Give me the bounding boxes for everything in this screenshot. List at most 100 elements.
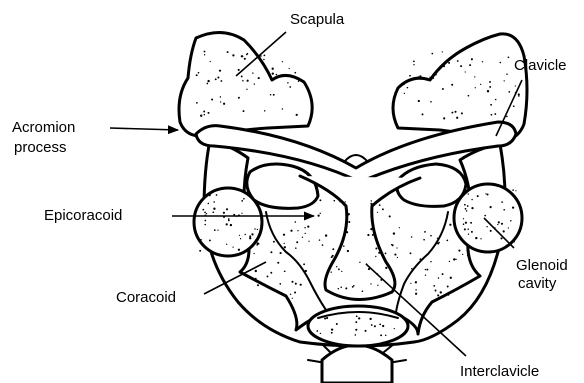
stipple-dot <box>241 200 243 202</box>
stipple-dot <box>282 61 283 62</box>
stipple-dot <box>451 112 453 114</box>
acromion-leader <box>110 128 178 130</box>
stipple-dot <box>468 234 469 235</box>
stipple-dot <box>240 238 241 239</box>
stipple-dot <box>355 334 357 336</box>
stipple-dot <box>465 190 467 192</box>
stipple-dot <box>469 64 471 66</box>
stipple-dot <box>300 284 302 286</box>
stipple-dot <box>419 75 421 77</box>
stipple-dot <box>443 65 445 67</box>
stipple-dot <box>270 272 272 274</box>
stipple-dot <box>477 195 479 197</box>
stipple-dot <box>503 230 505 232</box>
stipple-dot <box>255 270 257 272</box>
stipple-dot <box>491 114 493 116</box>
stipple-dot <box>207 80 209 82</box>
stipple-dot <box>359 262 360 263</box>
stipple-dot <box>289 86 291 88</box>
stipple-dot <box>204 220 206 222</box>
stipple-dot <box>382 208 384 210</box>
stipple-dot <box>209 239 211 241</box>
stipple-dot <box>348 221 350 223</box>
stipple-dot <box>480 238 481 239</box>
stipple-dot <box>202 209 204 211</box>
stipple-dot <box>297 230 298 231</box>
stipple-dot <box>425 275 426 276</box>
stipple-dot <box>213 201 215 203</box>
stipple-dot <box>369 318 371 320</box>
stipple-dot <box>471 199 472 200</box>
stipple-dot <box>341 271 342 272</box>
stipple-dot <box>223 103 225 105</box>
stipple-dot <box>346 231 348 233</box>
stipple-dot <box>342 237 343 238</box>
stipple-dot <box>453 258 455 260</box>
stipple-dot <box>253 253 254 254</box>
stipple-dot <box>423 239 425 241</box>
stipple-dot <box>429 77 430 78</box>
left-foramen <box>247 164 318 208</box>
stipple-dot <box>316 330 318 332</box>
stipple-dot <box>292 298 293 299</box>
stipple-dot <box>489 86 491 88</box>
stipple-dot <box>430 101 432 103</box>
stipple-dot <box>430 261 431 262</box>
stipple-dot <box>464 204 466 206</box>
acromion-label-line1: Acromion <box>12 119 75 136</box>
stipple-dot <box>204 224 205 225</box>
stipple-dot <box>439 66 441 68</box>
acromion-label-line2: process <box>14 139 67 156</box>
stipple-dot <box>263 59 264 60</box>
coracoid-label: Coracoid <box>116 289 176 306</box>
stipple-dot <box>362 290 364 292</box>
stipple-dot <box>289 68 290 69</box>
stipple-dot <box>397 257 398 258</box>
stipple-dot <box>379 323 381 325</box>
stipple-dot <box>377 212 378 213</box>
stipple-dot <box>279 283 281 285</box>
stipple-dot <box>510 220 512 222</box>
stipple-dot <box>255 239 257 241</box>
stipple-dot <box>265 69 266 70</box>
stipple-dot <box>247 80 249 82</box>
stipple-dot <box>332 248 334 250</box>
stipple-dot <box>487 194 489 196</box>
stipple-dot <box>471 58 473 60</box>
glenoid-label-line1: Glenoid <box>516 257 568 274</box>
scapula-label: Scapula <box>290 11 345 28</box>
stipple-dot <box>277 262 279 264</box>
stipple-dot <box>518 95 519 96</box>
stipple-dot <box>232 54 234 56</box>
stipple-dot <box>228 219 230 221</box>
stipple-dot <box>455 227 457 229</box>
stipple-dot <box>446 240 448 242</box>
stipple-dot <box>238 69 240 71</box>
stipple-dot <box>302 237 303 238</box>
stipple-dot <box>214 229 216 231</box>
stipple-dot <box>437 238 438 239</box>
stipple-dot <box>425 269 426 270</box>
stipple-dot <box>355 329 357 331</box>
stipple-dot <box>200 239 202 241</box>
stipple-dot <box>206 213 207 214</box>
stipple-dot <box>280 252 282 254</box>
stipple-dot <box>404 93 405 94</box>
stipple-dot <box>355 321 357 323</box>
stipple-dot <box>243 110 245 112</box>
stipple-dot <box>518 93 520 95</box>
stipple-dot <box>480 84 481 85</box>
stipple-dot <box>499 62 501 64</box>
stipple-dot <box>447 286 449 288</box>
stipple-dot <box>345 287 347 289</box>
stipple-dot <box>223 212 225 214</box>
stipple-dot <box>226 208 228 210</box>
stipple-dot <box>196 102 198 104</box>
stipple-dot <box>204 54 205 55</box>
stipple-dot <box>305 270 307 272</box>
stipple-dot <box>458 200 460 202</box>
stipple-dot <box>304 227 305 228</box>
stipple-dot <box>239 235 240 236</box>
stipple-dot <box>380 334 382 336</box>
stipple-dot <box>486 226 487 227</box>
